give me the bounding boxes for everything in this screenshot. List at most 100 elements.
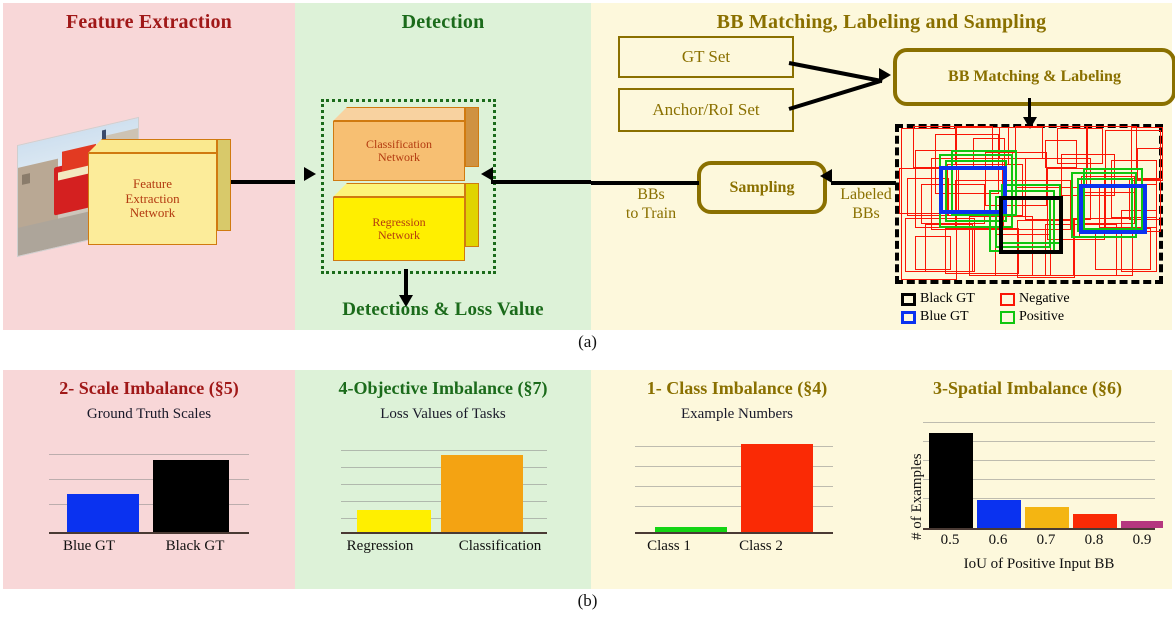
legend-swatch-blue-gt <box>901 310 916 324</box>
labeled-bbs-line-1: Labeled <box>840 186 892 203</box>
column-title-bb-matching: BB Matching, Labeling and Sampling <box>716 11 1047 33</box>
labeled-bbs-line-2: BBs <box>852 204 880 222</box>
tick-class-1: Class 1 <box>647 538 691 554</box>
chart-objective-imbalance <box>341 434 547 534</box>
feature-extraction-network-box: Feature Extraction Network <box>88 139 231 245</box>
chart-title-spatial-imbalance: 3-Spatial Imbalance (§6) <box>933 378 1122 398</box>
bar-class-1 <box>655 527 727 532</box>
box-side-face <box>465 107 479 167</box>
fen-line-2: Extraction <box>125 190 180 206</box>
bb-legend: Black GT Negative Blue GT Positive <box>901 291 1095 327</box>
fen-line-3: Network <box>129 205 176 221</box>
bar-iou-0-7 <box>1025 507 1069 528</box>
labeled-bbs-label: Labeled BBs <box>826 186 906 224</box>
tick-black-gt: Black GT <box>165 538 225 554</box>
legend-label-negative: Negative <box>1019 291 1070 306</box>
legend-label-black-gt: Black GT <box>920 291 975 306</box>
bar-iou-0-9 <box>1121 521 1163 528</box>
column-class-imbalance: 1- Class Imbalance (§4) Example Numbers … <box>591 370 883 589</box>
bbs-to-train-line-1: BBs <box>637 186 665 203</box>
arrowhead-down-output <box>399 295 413 307</box>
tick-iou-0-6: 0.6 <box>988 532 1008 548</box>
bar-regression <box>357 510 431 532</box>
arrow-anchor-to-matching <box>788 79 881 111</box>
chart-scale-imbalance <box>49 434 249 534</box>
classification-network-box: Classification Network <box>333 107 479 181</box>
sampling-box[interactable]: Sampling <box>697 161 827 214</box>
panel-b: 2- Scale Imbalance (§5) Ground Truth Sca… <box>3 370 1172 589</box>
feature-extraction-network-label: Feature Extraction Network <box>88 153 217 245</box>
column-title-detection: Detection <box>401 11 485 33</box>
tick-iou-0-5: 0.5 <box>940 532 960 548</box>
arrow-sampling-to-detection-line <box>491 180 591 184</box>
column-detection: Detection Classification Network Regress… <box>295 3 591 330</box>
blue-gt-box-2 <box>1079 184 1147 234</box>
tick-iou-0-8: 0.8 <box>1084 532 1104 548</box>
arrow-gt-to-matching <box>788 61 883 84</box>
tick-regression: Regression <box>346 538 414 554</box>
tick-iou-0-9: 0.9 <box>1132 532 1152 548</box>
chart-title-class-imbalance: 1- Class Imbalance (§4) <box>646 378 828 398</box>
legend-label-blue-gt: Blue GT <box>920 309 969 324</box>
box-side-face <box>465 183 479 247</box>
column-title-feature-extraction: Feature Extraction <box>66 11 232 33</box>
panel-a: Feature Extraction Feature Extraction Ne… <box>3 3 1175 330</box>
legend-swatch-black-gt <box>901 292 916 306</box>
box-side-face <box>217 139 231 231</box>
legend-row-1: Black GT Negative <box>901 291 1095 307</box>
arrowhead-into-matching <box>879 68 891 82</box>
chart-title-scale-imbalance: 2- Scale Imbalance (§5) <box>59 378 239 398</box>
bar-blue-gt <box>67 494 139 532</box>
bbs-to-train-line-2: to Train <box>625 204 677 222</box>
tick-classification: Classification <box>458 538 542 554</box>
x-axis-label-iou: IoU of Positive Input BB <box>963 556 1115 572</box>
figure-label-b: (b) <box>577 591 598 610</box>
detections-loss-value-label: Detections & Loss Value <box>342 299 544 320</box>
bar-iou-0-6 <box>977 500 1021 528</box>
bounding-box-visualization <box>895 124 1163 284</box>
regression-network-label: Regression Network <box>333 197 465 261</box>
box-top-face <box>333 183 465 197</box>
column-spatial-imbalance: 3-Spatial Imbalance (§6) # of Examples 0… <box>883 370 1172 589</box>
box-top-face <box>88 139 217 153</box>
bb-matching-labeling-box[interactable]: BB Matching & Labeling <box>893 48 1175 106</box>
cls-line-2: Network <box>378 150 420 164</box>
legend-row-2: Blue GT Positive <box>901 309 1095 325</box>
chart-subtitle-example-numbers: Example Numbers <box>680 406 794 422</box>
arrowhead-into-detection <box>304 167 316 181</box>
bar-class-2 <box>741 444 813 532</box>
detection-group-container <box>321 99 496 274</box>
legend-label-positive: Positive <box>1019 309 1065 324</box>
blue-gt-box-1 <box>939 166 1007 214</box>
column-scale-imbalance: 2- Scale Imbalance (§5) Ground Truth Sca… <box>3 370 295 589</box>
chart-title-objective-imbalance: 4-Objective Imbalance (§7) <box>338 378 548 398</box>
legend-swatch-positive <box>1000 310 1015 324</box>
regression-network-box: Regression Network <box>333 183 479 261</box>
gt-set-box[interactable]: GT Set <box>618 36 794 78</box>
figure-label-a: (a) <box>578 332 597 351</box>
arrow-sampling-out-line <box>591 181 699 185</box>
arrow-fen-to-detection <box>231 180 307 184</box>
tick-blue-gt: Blue GT <box>62 538 116 554</box>
reg-line-1: Regression <box>372 214 426 229</box>
fen-line-1: Feature <box>133 176 172 192</box>
tick-iou-0-7: 0.7 <box>1036 532 1056 548</box>
box-top-face <box>333 107 465 121</box>
arrowhead-into-detection-right <box>481 167 493 181</box>
bar-black-gt <box>153 460 229 532</box>
black-gt-box <box>999 196 1063 254</box>
column-feature-extraction: Feature Extraction Feature Extraction Ne… <box>3 3 307 330</box>
arrow-matching-to-bbviz-line <box>1028 98 1031 120</box>
bar-iou-0-8 <box>1073 514 1117 528</box>
chart-spatial-imbalance <box>923 418 1163 530</box>
bar-iou-0-5 <box>929 433 973 528</box>
arrowhead-into-sampling <box>820 169 832 183</box>
reg-line-2: Network <box>377 228 420 242</box>
cls-line-1: Classification <box>366 136 432 151</box>
tick-class-2: Class 2 <box>739 538 783 554</box>
bar-classification <box>441 455 523 532</box>
anchor-roi-set-box[interactable]: Anchor/RoI Set <box>618 88 794 132</box>
chart-class-imbalance <box>635 434 833 534</box>
arrow-detection-to-output-line <box>404 269 408 297</box>
arrow-labeled-bbs-line <box>831 181 896 185</box>
